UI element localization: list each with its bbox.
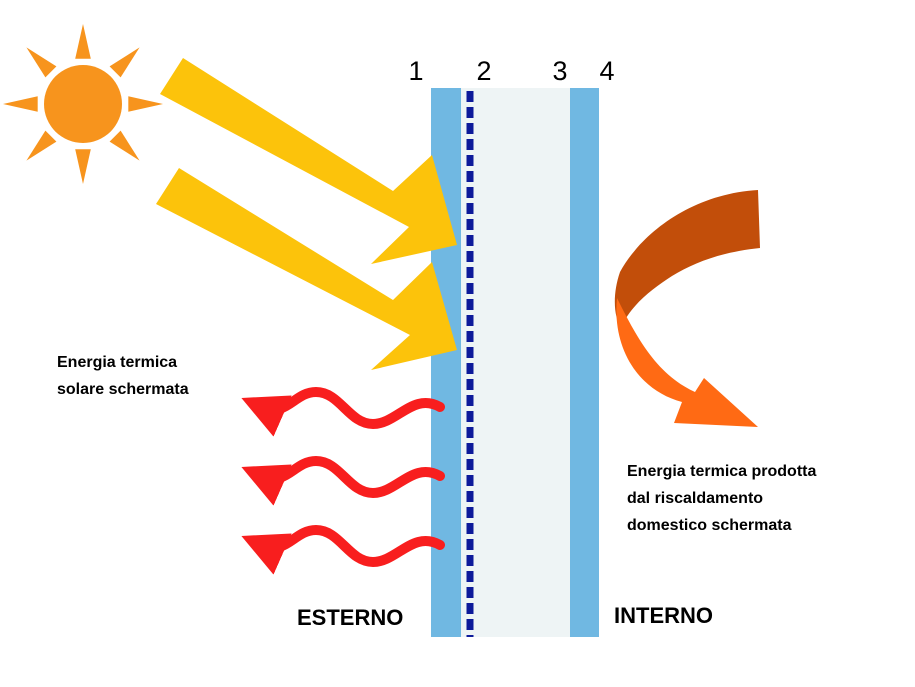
caption-line: dal riscaldamento <box>627 490 763 507</box>
layer-number-1: 1 <box>408 56 423 86</box>
sun-icon <box>3 24 163 184</box>
sun-ray <box>26 130 57 161</box>
layer-numbers: 1 2 3 4 <box>408 56 614 86</box>
solar-radiation-arrow <box>160 58 457 264</box>
sun-ray <box>109 130 140 161</box>
caption-line: domestico schermata <box>627 517 792 534</box>
caption-line: Energia termica prodotta <box>627 463 816 480</box>
sun-ray <box>26 47 57 78</box>
sun-ray <box>109 47 140 78</box>
curved-arrow-back <box>614 190 760 327</box>
solar-radiation-arrows <box>156 58 457 370</box>
gas-gap <box>461 88 570 637</box>
inside-label: INTERNO <box>614 603 713 628</box>
sun-rays <box>3 24 163 184</box>
layer-number-2: 2 <box>476 56 491 86</box>
glazing-unit <box>431 88 599 637</box>
sun-disc <box>44 65 122 143</box>
wavy-heat-arrow <box>241 455 445 506</box>
curved-heat-arrow <box>614 190 760 427</box>
wavy-heat-arrow <box>241 386 445 437</box>
sun-ray <box>75 149 91 184</box>
heating-shielded-caption: Energia termica prodotta dal riscaldamen… <box>627 463 821 534</box>
caption-line: Energia termica <box>57 354 177 371</box>
curved-arrow-front <box>616 298 758 427</box>
sun-ray <box>75 24 91 59</box>
layer-number-3: 3 <box>552 56 567 86</box>
caption-line: solare schermata <box>57 381 189 398</box>
solar-shielded-caption: Energia termica solare schermata <box>57 354 189 398</box>
layer-number-4: 4 <box>599 56 614 86</box>
outside-label: ESTERNO <box>297 605 403 630</box>
shielded-solar-heat-waves <box>241 386 445 575</box>
solar-radiation-arrow <box>156 168 457 370</box>
sun-ray <box>128 96 163 112</box>
wavy-heat-arrow <box>241 524 445 575</box>
sun-ray <box>3 96 38 112</box>
inner-glass-pane <box>570 88 599 637</box>
